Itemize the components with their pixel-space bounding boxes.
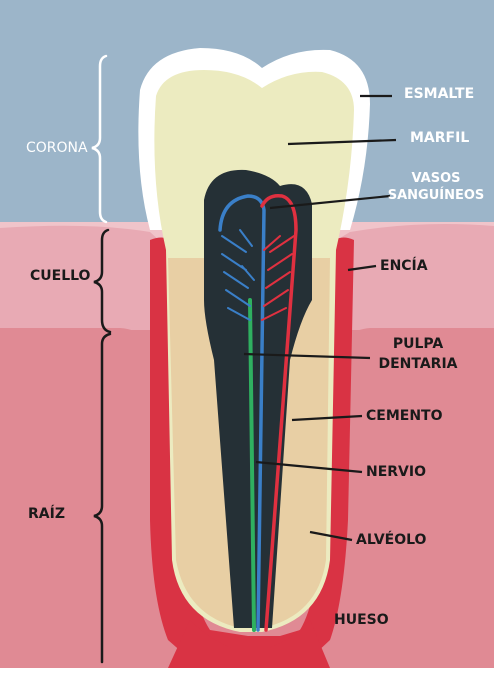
vasos-label: VASOS SANGUÍNEOS [384,170,488,204]
esmalte-label: ESMALTE [404,84,474,104]
cemento-label: CEMENTO [366,406,443,426]
nervio-label: NERVIO [366,462,426,482]
vasos-label-line2: SANGUÍNEOS [384,187,488,204]
hueso-label: HUESO [334,610,389,630]
cuello-label: CUELLO [30,266,90,286]
corona-label: CORONA [26,138,88,158]
marfil-label: MARFIL [410,128,469,148]
vasos-label-line1: VASOS [384,170,488,187]
image-frame-bottom [0,668,494,681]
alveolo-label: ALVÉOLO [356,530,426,550]
raiz-label: RAÍZ [28,504,65,524]
pulpa-label-line2: DENTARIA [368,354,468,374]
pulpa-label: PULPA DENTARIA [368,334,468,374]
encia-label: ENCÍA [380,256,428,276]
pulpa-label-line1: PULPA [368,334,468,354]
